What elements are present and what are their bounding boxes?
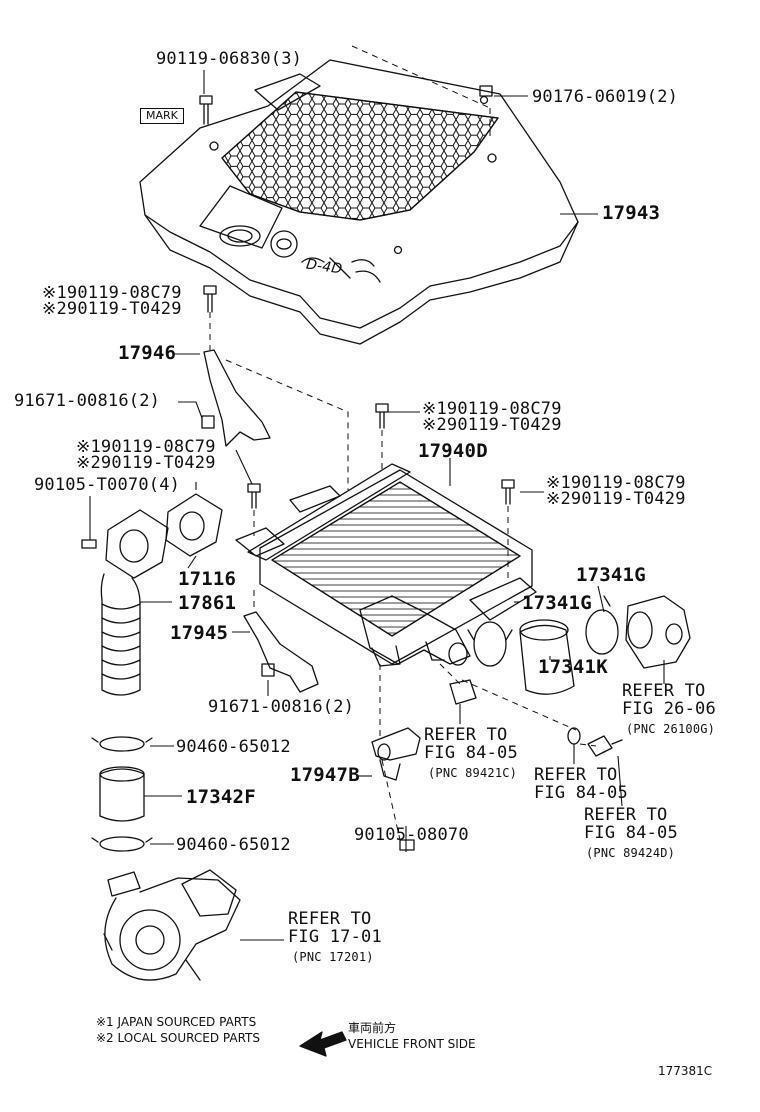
bracket-17946-shape — [203, 349, 271, 447]
part-label-17342F: 17342F — [186, 786, 256, 808]
ref-fig-84-05-c-fig: FIG 84-05 — [584, 823, 678, 843]
part-label-bolt-mid-1: ※190119-08C79 — [422, 399, 562, 419]
gasket-17116-shape — [105, 493, 223, 579]
ref-fig-84-05-c-pnc: (PNC 89424D) — [586, 846, 676, 860]
right-side-parts-shapes — [371, 595, 691, 781]
vehicle-front-en: VEHICLE FRONT SIDE — [348, 1037, 476, 1051]
ref-fig-84-05-a-fig: FIG 84-05 — [424, 743, 518, 763]
part-label-bolt-mid-2: ※290119-T0429 — [422, 415, 562, 435]
part-label-17341G-upper: 17341G — [576, 564, 646, 586]
part-label-17341G-lower: 17341G — [522, 592, 592, 614]
part-label-90460-65012-upper: 90460-65012 — [176, 737, 291, 757]
part-label-bolt-right-2: ※290119-T0429 — [546, 489, 686, 509]
part-label-17940D: 17940D — [418, 440, 488, 462]
part-label-91671-00816-top: 91671-00816(2) — [14, 391, 161, 411]
part-label-90119-06830: 90119-06830(3) — [156, 49, 303, 69]
ref-fig-26-06-title: REFER TO — [622, 681, 706, 701]
ref-fig-84-05-a-title: REFER TO — [424, 725, 508, 745]
bolt-shapes — [81, 85, 515, 851]
part-label-17861: 17861 — [178, 592, 237, 614]
mark-label: MARK — [140, 108, 184, 124]
ref-fig-84-05-c-title: REFER TO — [584, 805, 668, 825]
ref-fig-84-05-a-pnc: (PNC 89421C) — [428, 766, 518, 780]
source-notes: ※1 JAPAN SOURCED PARTS ※2 LOCAL SOURCED … — [96, 1014, 260, 1046]
turbo-shape — [103, 869, 241, 981]
part-label-17945: 17945 — [170, 622, 229, 644]
ref-fig-17-01-pnc: (PNC 17201) — [292, 950, 374, 964]
leader-lines — [89, 70, 665, 941]
note-japan-sourced: ※1 JAPAN SOURCED PARTS — [96, 1015, 257, 1029]
vehicle-front-jp: 車両前方 — [348, 1021, 397, 1035]
intercooler-shape — [235, 463, 537, 667]
part-label-90105-08070: 90105-08070 — [354, 825, 469, 845]
ref-fig-26-06-fig: FIG 26-06 — [622, 699, 716, 719]
part-label-17947B: 17947B — [290, 764, 360, 786]
part-label-17943: 17943 — [602, 202, 661, 224]
diagram-code: 177381C — [658, 1064, 713, 1078]
ref-fig-17-01-fig: FIG 17-01 — [288, 927, 382, 947]
part-label-bolt-right-1: ※190119-08C79 — [546, 473, 686, 493]
part-label-17341K: 17341K — [538, 656, 608, 678]
engine-cover-shape — [139, 59, 579, 345]
part-label-bolt-top-2: ※290119-T0429 — [42, 299, 182, 319]
ref-fig-84-05-b-fig: FIG 84-05 — [534, 783, 628, 803]
part-label-bolt-left-2: ※290119-T0429 — [76, 453, 216, 473]
part-label-17116: 17116 — [178, 568, 237, 590]
ref-fig-17-01-title: REFER TO — [288, 909, 372, 929]
part-label-bolt-top-1: ※190119-08C79 — [42, 283, 182, 303]
dashed-guides — [209, 45, 597, 841]
part-label-bolt-left-1: ※190119-08C79 — [76, 437, 216, 457]
part-label-90460-65012-lower: 90460-65012 — [176, 835, 291, 855]
ref-fig-26-06-pnc: (PNC 26100G) — [626, 722, 716, 736]
note-local-sourced: ※2 LOCAL SOURCED PARTS — [96, 1031, 260, 1045]
front-arrow-shape — [299, 1031, 347, 1057]
vehicle-front-label: 車両前方 VEHICLE FRONT SIDE — [348, 1020, 476, 1052]
part-label-90176-06019: 90176-06019(2) — [532, 87, 679, 107]
ref-fig-84-05-b-title: REFER TO — [534, 765, 618, 785]
hose-17861-shape — [100, 573, 141, 696]
part-label-17946: 17946 — [118, 342, 177, 364]
part-label-91671-00816-bottom: 91671-00816(2) — [208, 697, 355, 717]
part-label-90105-T0070: 90105-T0070(4) — [34, 475, 181, 495]
bracket-17945-shape — [243, 611, 319, 693]
hose-clamp-shapes — [91, 736, 153, 852]
